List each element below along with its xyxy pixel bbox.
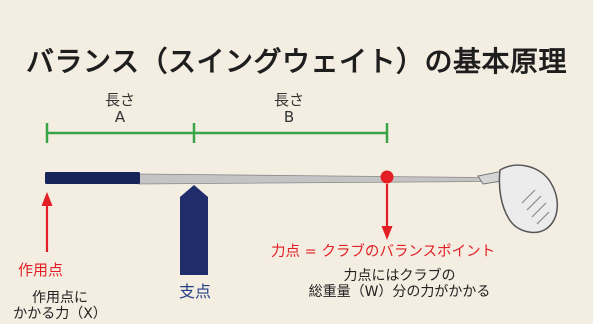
- fulcrum-label: 支点: [178, 282, 211, 301]
- effort-arrow: [41, 192, 53, 252]
- club-face-grooves: [521, 189, 550, 225]
- length-b-letter: B: [283, 108, 295, 127]
- length-a-letter: A: [114, 108, 126, 127]
- golf-club: [45, 164, 558, 234]
- length-a-name: 長さ: [104, 91, 135, 109]
- length-a-label: 長さ A: [90, 91, 150, 127]
- length-b-name: 長さ: [273, 91, 304, 109]
- diagram-title: バランス（スイングウェイト）の基本原理: [26, 45, 567, 78]
- balance-point-dot: [380, 170, 394, 184]
- effort-point-label: 作用点: [18, 261, 64, 279]
- length-b-label: 長さ B: [259, 91, 319, 127]
- club-grip: [45, 172, 140, 184]
- club-shaft: [137, 173, 484, 185]
- effort-point-desc-line-2: かかる力（X）: [13, 306, 107, 323]
- fulcrum-block: [180, 185, 208, 275]
- effort-point-description: 作用点に かかる力（X）: [5, 290, 115, 322]
- force-point-desc-line-1: 力点にはクラブの: [343, 268, 456, 284]
- club-head: [498, 164, 558, 234]
- force-arrow: [381, 184, 393, 240]
- force-point-label: 力点 = クラブのバランスポイント: [271, 244, 496, 260]
- length-measure-lines: [45, 123, 389, 143]
- force-point-description: 力点にはクラブの 総重量（W）分の力がかかる: [292, 268, 507, 300]
- force-point-desc-line-2: 総重量（W）分の力がかかる: [308, 284, 491, 301]
- effort-point-desc-line-1: 作用点に: [32, 290, 88, 306]
